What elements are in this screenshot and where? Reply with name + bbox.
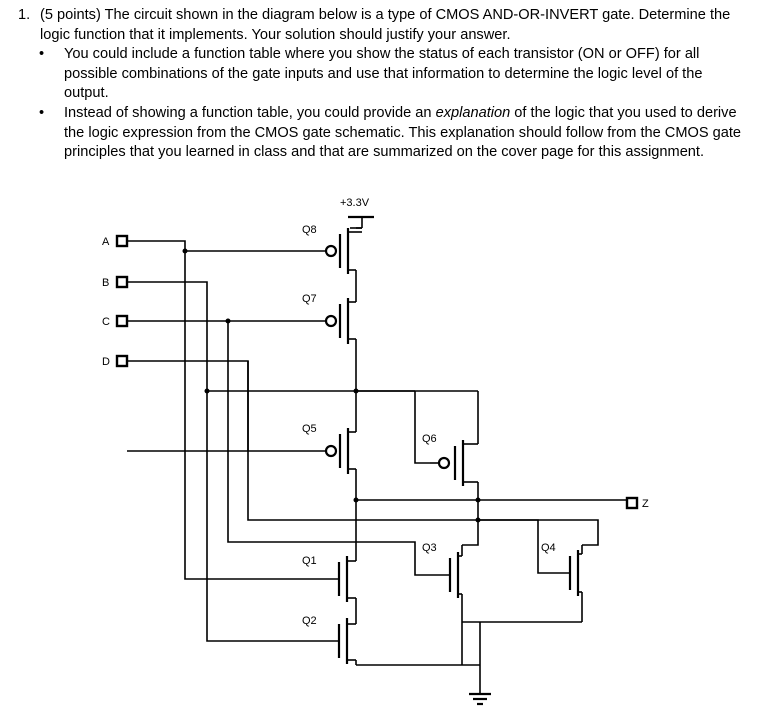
pulldown-network: Q1 Q2 Q3 Q4	[302, 542, 583, 666]
q7-label: Q7	[302, 293, 317, 305]
transistor-q5: Q5	[302, 391, 357, 500]
q6-label: Q6	[422, 433, 437, 445]
input-label-d: D	[102, 356, 110, 368]
bullet-explanation-pre: Instead of showing a function table, you…	[64, 104, 436, 121]
q3-label: Q3	[422, 542, 437, 554]
q4-label: Q4	[541, 542, 556, 554]
input-label-a: A	[102, 236, 110, 248]
transistor-q6: Q6	[422, 391, 479, 500]
output-pin-z: Z	[625, 496, 649, 510]
bullet-explanation-post: of the logic that you used to derive the…	[64, 104, 742, 161]
input-label-b: B	[102, 277, 109, 289]
q1-label: Q1	[302, 555, 317, 567]
input-pin-d: D	[102, 354, 129, 368]
transistor-q4: Q4	[462, 542, 583, 623]
transistor-q2: Q2	[302, 615, 357, 665]
ground-symbol	[469, 622, 491, 706]
input-pin-b: B	[102, 275, 129, 289]
question-heading: (5 points) The circuit shown in the diag…	[40, 7, 731, 43]
bullet-explanation-emphasis: explanation	[435, 104, 511, 121]
q2-label: Q2	[302, 615, 317, 627]
input-pin-a: A	[102, 234, 129, 248]
input-pin-c: C	[102, 314, 129, 328]
vdd-supply: +3.3V	[340, 197, 374, 229]
input-wiring	[127, 240, 570, 642]
supply-label: +3.3V	[340, 197, 370, 209]
transistor-q3: Q3	[422, 542, 463, 665]
pullup-network: Q8 Q7 Q5	[302, 224, 479, 500]
q8-label: Q8	[302, 224, 317, 236]
question-number: 1.	[18, 7, 31, 23]
output-node	[353, 497, 627, 546]
transistor-q7: Q7	[302, 293, 357, 391]
output-label-z: Z	[642, 498, 649, 510]
bullet-explanation: Instead of showing a function table, you…	[18, 104, 746, 163]
instruction-list: You could include a function table where…	[18, 45, 746, 163]
bullet-function-table: You could include a function table where…	[18, 45, 746, 104]
problem-statement: 1. (5 points) The circuit shown in the d…	[18, 6, 746, 163]
transistor-q1: Q1	[302, 545, 357, 624]
transistor-q8: Q8	[302, 224, 362, 293]
q5-label: Q5	[302, 423, 317, 435]
input-label-c: C	[102, 316, 110, 328]
